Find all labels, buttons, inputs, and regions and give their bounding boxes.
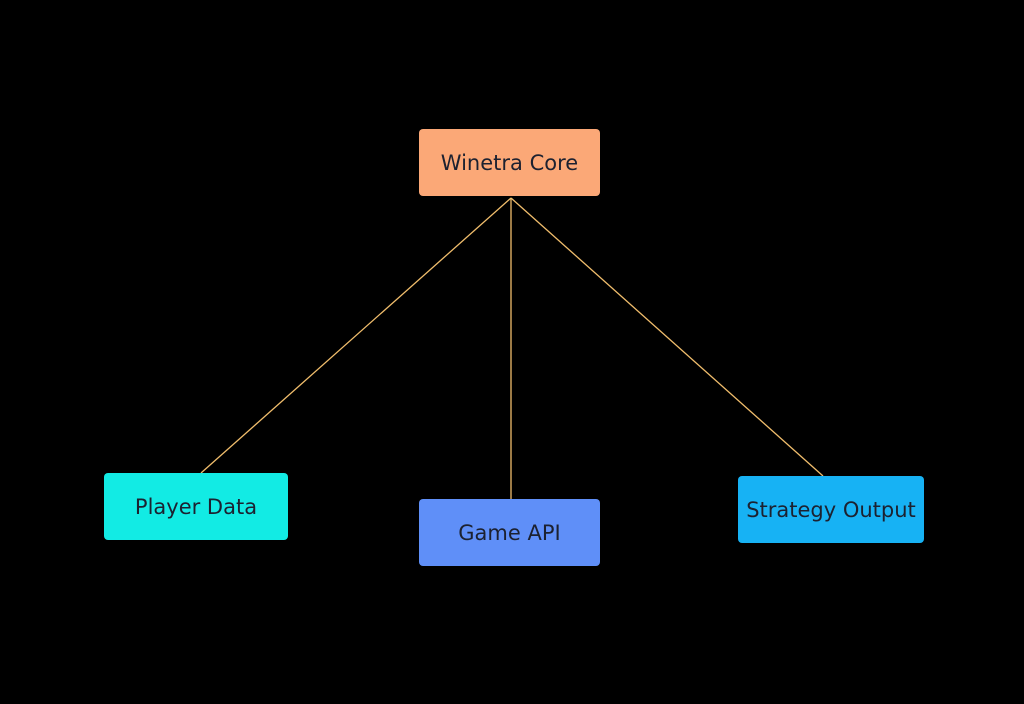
node-label: Game API xyxy=(458,520,561,545)
edge-core-to-player-data xyxy=(200,197,512,474)
node-label: Player Data xyxy=(134,494,258,519)
node-label: Strategy Output xyxy=(746,497,916,522)
node-player-data: Player Data xyxy=(104,473,288,540)
node-strategy-output: Strategy Output xyxy=(738,476,924,543)
node-label: Winetra Core xyxy=(440,150,579,175)
edge-core-to-strategy-output xyxy=(510,197,824,477)
node-game-api: Game API xyxy=(419,499,600,566)
node-winetra-core: Winetra Core xyxy=(419,129,600,196)
